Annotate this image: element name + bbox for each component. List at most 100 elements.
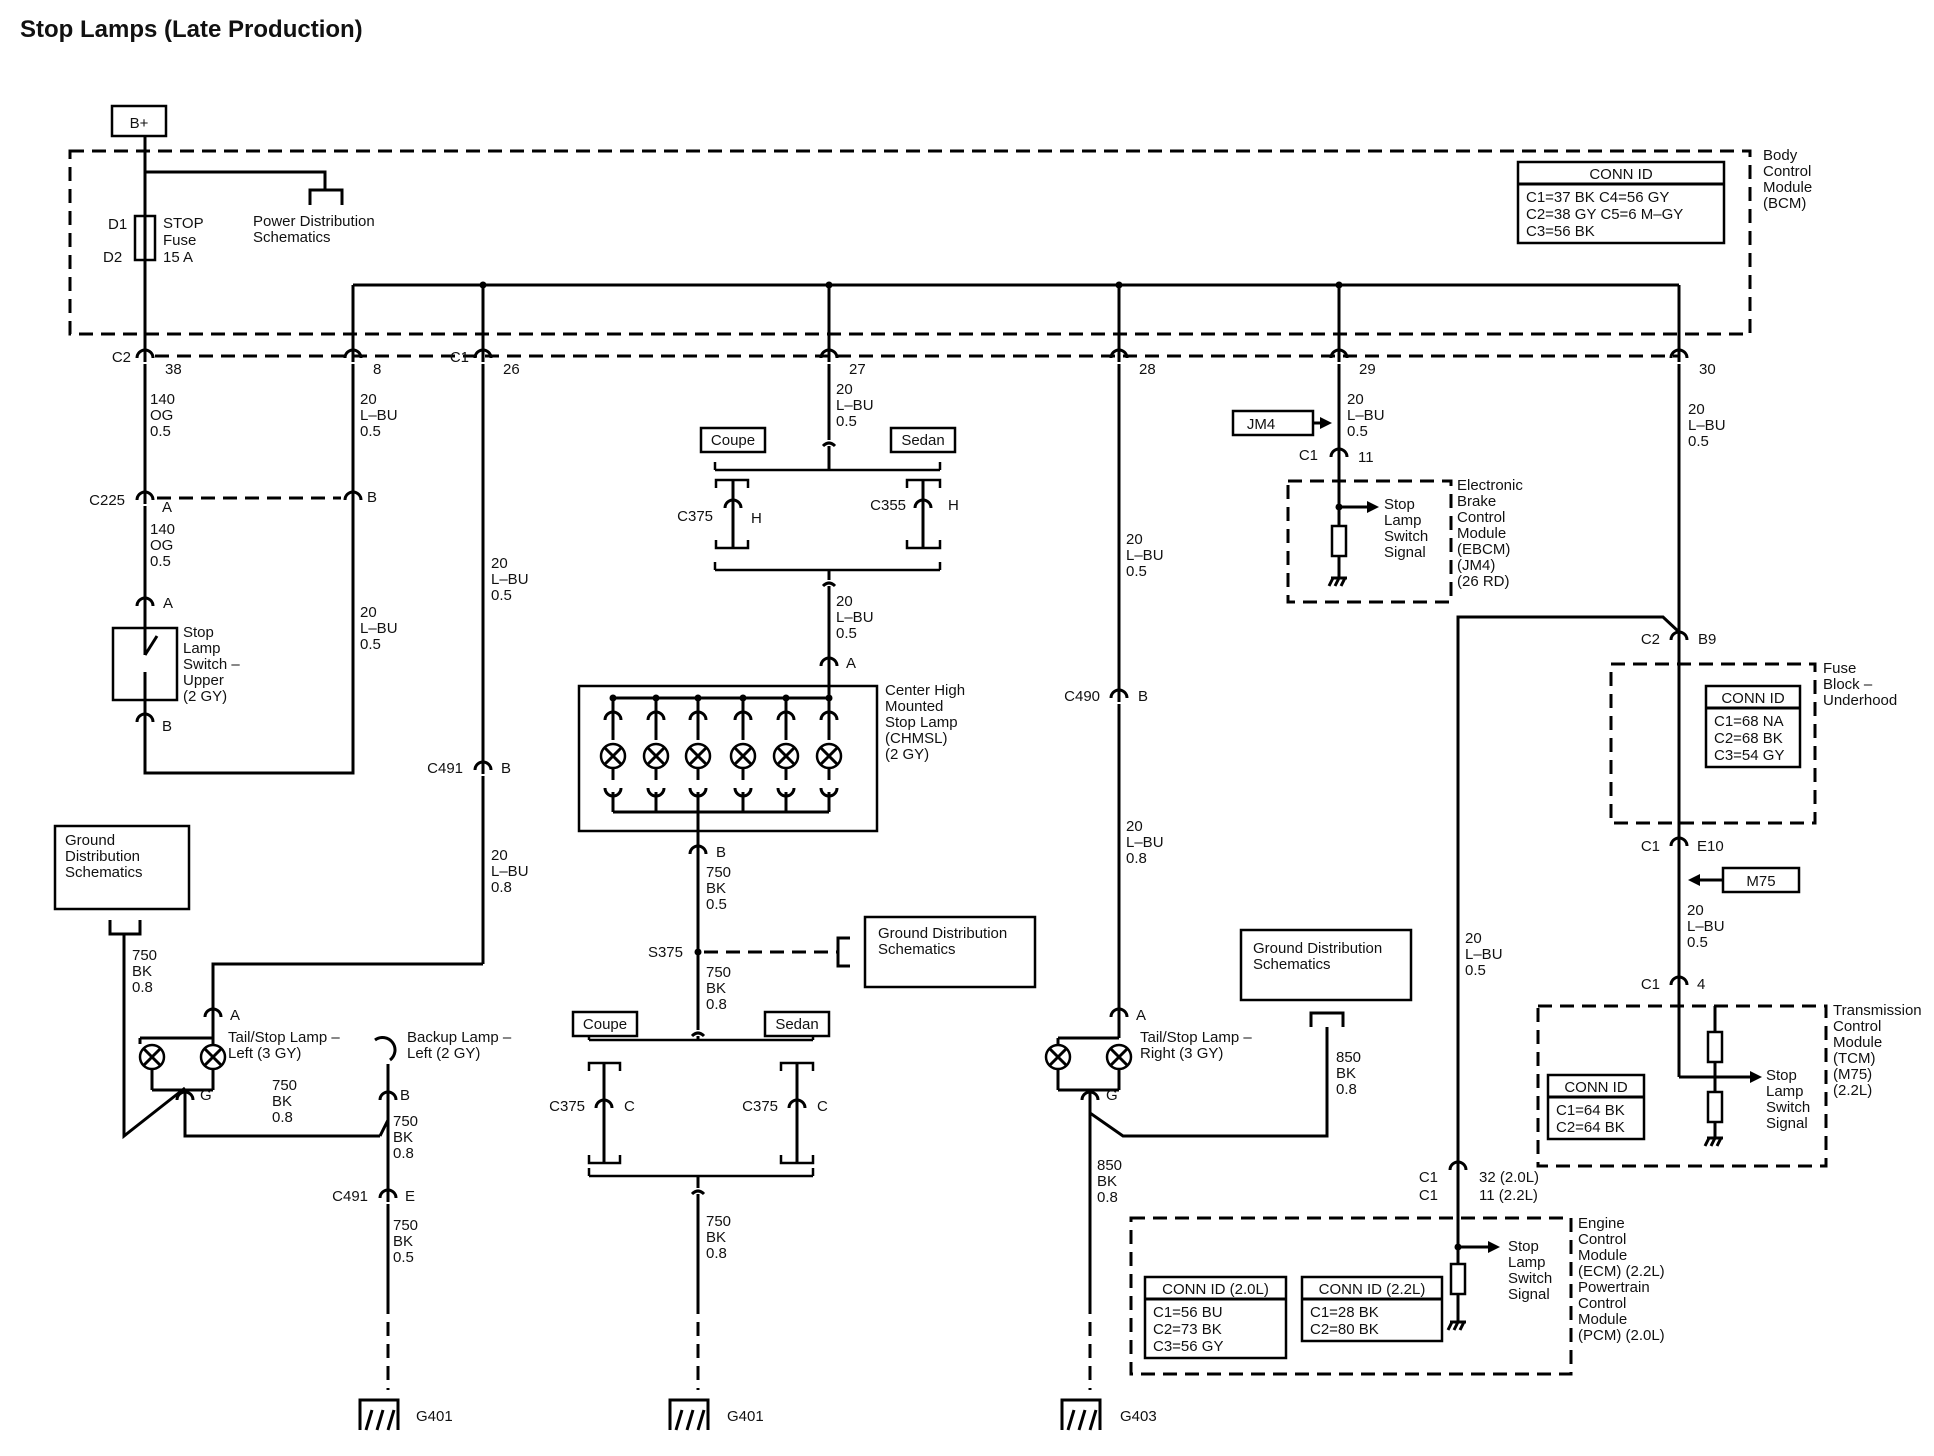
ecm-resistor-icon xyxy=(1449,1262,1467,1296)
c375-h-pin: H xyxy=(751,510,762,527)
chassis-ground-icon xyxy=(1339,577,1347,587)
ground-distribution-right-label-line: Ground Distribution xyxy=(1253,940,1382,957)
chassis-ground-icon xyxy=(1452,1321,1460,1331)
tcm-boundary xyxy=(1536,1004,1828,1168)
sedan-tag-2-label: Sedan xyxy=(775,1016,818,1033)
stop-lamp-switch-label-line: Switch – xyxy=(183,656,240,673)
c225-pin-b: B xyxy=(367,489,377,506)
arrow-head-icon xyxy=(1688,874,1700,886)
backup-lamp-left-icon xyxy=(374,1036,397,1062)
splice-dot xyxy=(694,948,702,956)
lamp-filament xyxy=(203,1047,223,1067)
splice-dot xyxy=(1115,281,1123,289)
bcm-conn-id-row: C3=56 BK xyxy=(1526,223,1595,240)
stop-fuse-label-line: Fuse xyxy=(163,232,196,249)
stop-lamp-switch-label-line: Lamp xyxy=(183,640,221,657)
bcm-connector-p28 xyxy=(1109,348,1129,359)
wire-label-w21-line: BK xyxy=(393,1233,413,1250)
wire-label-w12-line: L–BU xyxy=(1126,547,1164,564)
wire-break xyxy=(821,441,837,448)
bcm-conn-id-row: C2=38 GY C5=6 M–GY xyxy=(1526,206,1683,223)
stop-lamp-switch-label-line: Stop xyxy=(183,624,214,641)
backup-lamp-left-label-line: Left (2 GY) xyxy=(407,1045,480,1062)
chassis-ground-icon xyxy=(1703,1137,1711,1147)
chmsl-pin-b: B xyxy=(716,844,726,861)
c375-c-left-terminal xyxy=(594,1098,614,1109)
chmsl-pin-a: A xyxy=(846,655,856,672)
c490-terminal-b xyxy=(1109,688,1129,699)
wire-label-w23-line: BK xyxy=(1097,1173,1117,1190)
ecm-conn-id-22l-row: C2=80 BK xyxy=(1310,1321,1379,1338)
wire-label-w23-line: 850 xyxy=(1097,1157,1122,1174)
power-distribution-label-line: Power Distribution xyxy=(253,213,375,230)
ebcm-c1-label: C1 xyxy=(1299,447,1318,464)
ground-g401-left xyxy=(358,1398,400,1430)
jm4-tag-label: JM4 xyxy=(1247,416,1275,433)
wire-label-w3-line: 0.5 xyxy=(150,553,171,570)
switch-contact xyxy=(143,635,159,656)
ecm-signal-label-line: Lamp xyxy=(1508,1254,1546,1271)
ground-g403 xyxy=(1060,1398,1102,1430)
battery-label: B+ xyxy=(130,115,149,132)
ecm-pcm-name-line: Module xyxy=(1578,1247,1627,1264)
connector-pin-number: 30 xyxy=(1699,361,1716,378)
wire-label-w7-line: L–BU xyxy=(836,397,874,414)
ecm-conn-id-22l xyxy=(1300,1275,1444,1343)
tail-right-pin-a: A xyxy=(1136,1007,1146,1024)
ecm-signal-label-line: Stop xyxy=(1508,1238,1539,1255)
lamp-filament xyxy=(142,1047,162,1067)
bcm-conn-id xyxy=(1516,160,1726,245)
wire-label-w15-line: L–BU xyxy=(1688,417,1726,434)
tail-right-terminal-a xyxy=(1109,1007,1129,1018)
chassis-ground-icon xyxy=(1709,1137,1717,1147)
ground-g401-center xyxy=(668,1398,710,1430)
wire-label-w6-line: L–BU xyxy=(491,863,529,880)
chmsl-bulb-terminal xyxy=(603,710,623,721)
wire-label-w20-line: 750 xyxy=(393,1113,418,1130)
wire-label-w15-line: 20 xyxy=(1688,401,1705,418)
wire-label-w4-line: 0.5 xyxy=(360,636,381,653)
coupe-tag-label: Coupe xyxy=(711,432,755,449)
wire-label-w10-line: 750 xyxy=(706,964,731,981)
wire-label-w24-line: 0.8 xyxy=(706,1245,727,1262)
c225-label: C225 xyxy=(89,492,125,509)
splice-dot xyxy=(479,281,487,289)
wire-label-w1-line: 0.5 xyxy=(150,423,171,440)
harness-bracket xyxy=(905,540,942,550)
wire-label-w4-line: 20 xyxy=(360,604,377,621)
ecm-conn-id-20l-row: C2=73 BK xyxy=(1153,1321,1222,1338)
wire-label-w21-line: 750 xyxy=(393,1217,418,1234)
ground-ref-bracket xyxy=(836,936,850,968)
wire-label-w10-line: 0.8 xyxy=(706,996,727,1013)
wire-label-w3-line: OG xyxy=(150,537,173,554)
wire xyxy=(143,364,355,775)
wire-label-w8-line: 0.5 xyxy=(836,625,857,642)
wire-label-w2-line: L–BU xyxy=(360,407,398,424)
fuse-d2: D2 xyxy=(103,249,122,266)
ground-ref-bracket xyxy=(108,920,142,936)
wire-label-w17-line: 0.5 xyxy=(1465,962,1486,979)
ground-distribution-left xyxy=(53,824,191,911)
fuse-block-c1-terminal xyxy=(1669,836,1689,847)
ecm-pin-a: 32 (2.0L) xyxy=(1479,1169,1539,1186)
ebcm-name-line: (26 RD) xyxy=(1457,573,1510,590)
wire-label-w13-line: 0.8 xyxy=(1126,850,1147,867)
wire-label-w18-line: 750 xyxy=(132,947,157,964)
fuse-block-conn-id-row: C1=68 NA xyxy=(1714,713,1784,730)
ecm-signal-label-line: Signal xyxy=(1508,1286,1550,1303)
coupe-tag xyxy=(699,426,767,454)
bcm-name-line: (BCM) xyxy=(1763,195,1806,212)
ecm-pcm-name-line: Module xyxy=(1578,1311,1627,1328)
ground-distribution-left-label-line: Schematics xyxy=(65,864,143,881)
ebcm-name-line: (EBCM) xyxy=(1457,541,1510,558)
ebcm-name-line: Module xyxy=(1457,525,1506,542)
ground-hatch xyxy=(1088,1409,1098,1431)
wire-label-w2-line: 20 xyxy=(360,391,377,408)
wire-label-w13-line: L–BU xyxy=(1126,834,1164,851)
wire-label-w15-line: 0.5 xyxy=(1688,433,1709,450)
ground-distribution-center-label-line: Ground Distribution xyxy=(878,925,1007,942)
tcm-conn-id xyxy=(1546,1073,1646,1141)
wire-label-w24-line: 750 xyxy=(706,1213,731,1230)
connector-name: C1 xyxy=(450,349,469,366)
fuse-block-e10-pin: E10 xyxy=(1697,838,1724,855)
